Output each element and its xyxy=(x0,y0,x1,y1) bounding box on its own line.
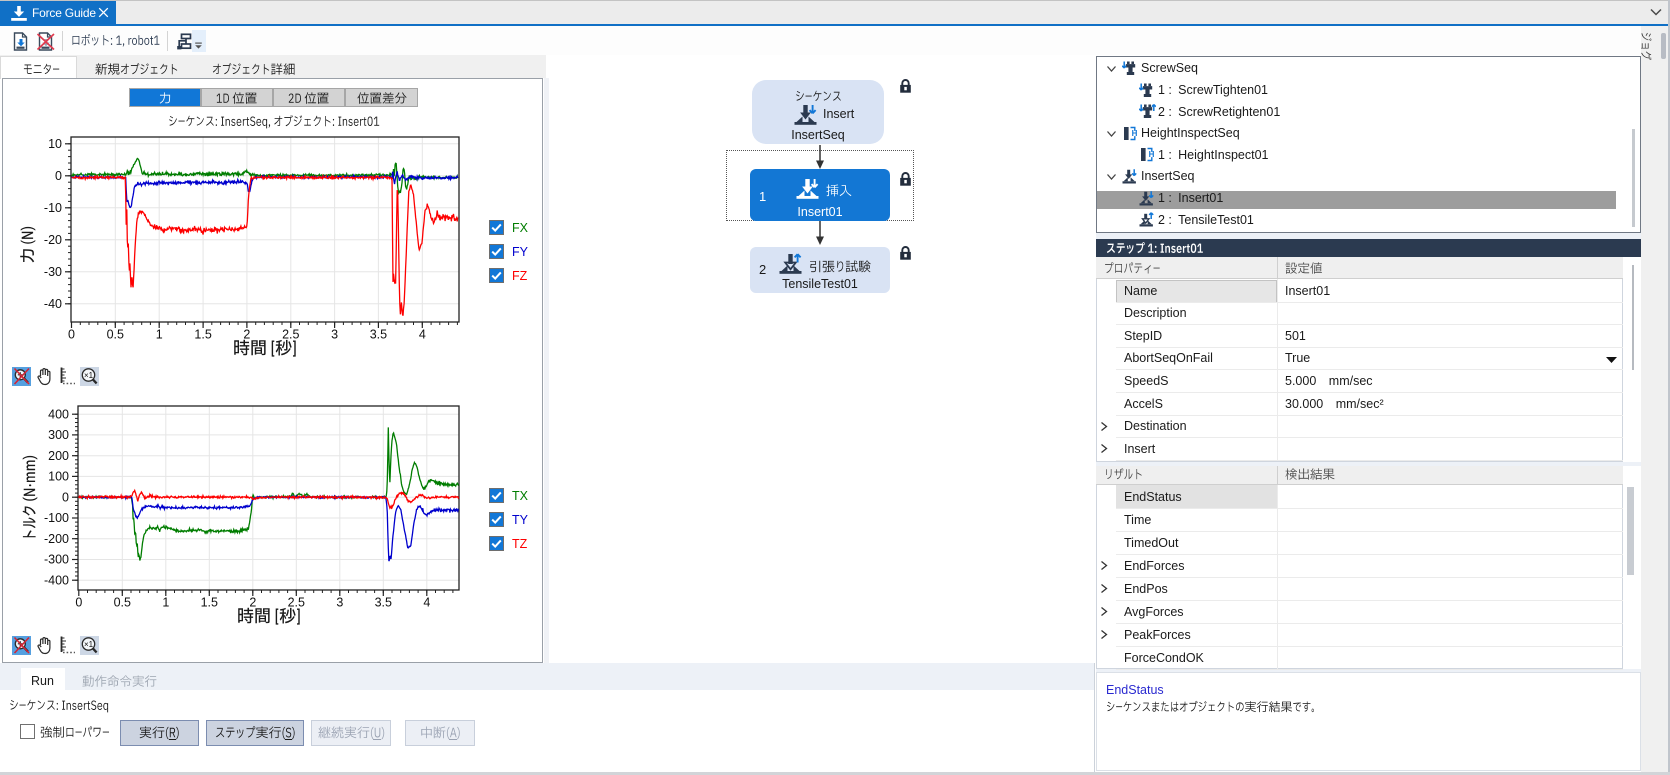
svg-text:10: 10 xyxy=(48,137,62,151)
svg-text:3.5: 3.5 xyxy=(370,328,387,342)
svg-text:1: 1 xyxy=(156,328,163,342)
svg-text:100: 100 xyxy=(48,470,69,484)
svg-text:1: 1 xyxy=(162,596,169,610)
svg-text:200: 200 xyxy=(48,449,69,463)
svg-text:3.5: 3.5 xyxy=(375,596,392,610)
svg-text:2: 2 xyxy=(243,328,250,342)
svg-text:-40: -40 xyxy=(44,297,62,311)
svg-text:4: 4 xyxy=(419,328,426,342)
svg-text:-10: -10 xyxy=(44,201,62,215)
svg-text:-20: -20 xyxy=(44,233,62,247)
svg-text:3: 3 xyxy=(336,596,343,610)
svg-text:-100: -100 xyxy=(44,511,69,525)
svg-text:0: 0 xyxy=(75,596,82,610)
svg-text:×1: ×1 xyxy=(84,371,94,380)
svg-text:0.5: 0.5 xyxy=(107,328,124,342)
svg-text:0.5: 0.5 xyxy=(114,596,131,610)
svg-text:-200: -200 xyxy=(44,532,69,546)
svg-text:-400: -400 xyxy=(44,573,69,587)
svg-text:×1: ×1 xyxy=(84,640,94,649)
svg-text:3: 3 xyxy=(331,328,338,342)
svg-text:0: 0 xyxy=(55,169,62,183)
svg-text:0: 0 xyxy=(68,328,75,342)
svg-text:2.5: 2.5 xyxy=(288,596,305,610)
svg-text:300: 300 xyxy=(48,428,69,442)
svg-text:1.5: 1.5 xyxy=(194,328,211,342)
svg-text:400: 400 xyxy=(48,407,69,421)
svg-text:H: H xyxy=(1132,129,1138,138)
svg-text:2: 2 xyxy=(249,596,256,610)
svg-text:0: 0 xyxy=(62,490,69,504)
svg-text:H: H xyxy=(1149,150,1155,159)
svg-text:4: 4 xyxy=(423,596,430,610)
svg-text:1.5: 1.5 xyxy=(201,596,218,610)
svg-text:-300: -300 xyxy=(44,553,69,567)
svg-text:2.5: 2.5 xyxy=(282,328,299,342)
svg-text:-30: -30 xyxy=(44,265,62,279)
